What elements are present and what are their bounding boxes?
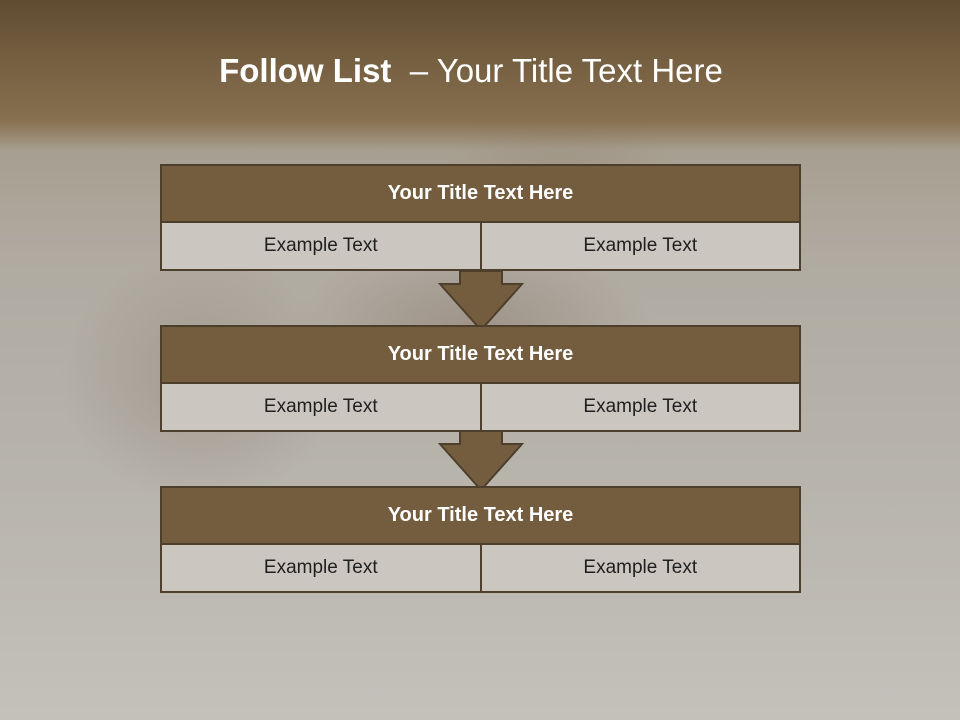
down-arrow-icon xyxy=(438,270,524,332)
block-row: Example Text Example Text xyxy=(162,384,799,430)
slide-title-bold: Follow List xyxy=(219,52,392,89)
block-row: Example Text Example Text xyxy=(162,545,799,591)
down-arrow-icon xyxy=(438,430,524,492)
follow-block-1: Your Title Text Here Example Text Exampl… xyxy=(160,164,801,271)
block-cell-left: Example Text xyxy=(162,545,480,591)
block-title: Your Title Text Here xyxy=(162,327,799,382)
block-row: Example Text Example Text xyxy=(162,223,799,269)
block-cell-right: Example Text xyxy=(481,384,799,430)
block-title: Your Title Text Here xyxy=(162,166,799,221)
follow-block-2: Your Title Text Here Example Text Exampl… xyxy=(160,325,801,432)
block-title: Your Title Text Here xyxy=(162,488,799,543)
block-cell-right: Example Text xyxy=(481,223,799,269)
block-cell-left: Example Text xyxy=(162,223,480,269)
block-cell-left: Example Text xyxy=(162,384,480,430)
block-cell-right: Example Text xyxy=(481,545,799,591)
follow-block-3: Your Title Text Here Example Text Exampl… xyxy=(160,486,801,593)
slide-title: Follow List – Your Title Text Here xyxy=(0,52,942,90)
title-band xyxy=(0,0,960,150)
slide-title-rest: – Your Title Text Here xyxy=(409,52,723,89)
